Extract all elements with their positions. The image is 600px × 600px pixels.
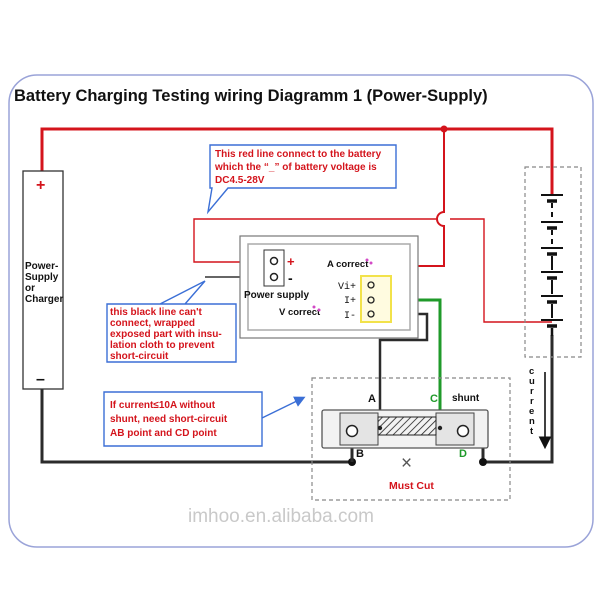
red-wire-top: [40, 127, 554, 195]
must-cut-label: Must Cut: [389, 480, 434, 492]
red-wire-battery-sense: [193, 218, 552, 323]
power-supply-plus: +: [36, 177, 45, 194]
shunt-left-block: [339, 412, 379, 446]
meter-power-supply-label: Power supply: [244, 290, 309, 301]
shunt-bolt-b: [345, 424, 359, 438]
meter-a-correct: A correct: [327, 259, 369, 270]
red-wire-vi: [375, 129, 445, 286]
battery-cells: [541, 194, 563, 336]
power-supply-box: [22, 170, 64, 390]
current-label: c u r r e n t: [529, 366, 537, 437]
shunt-point-a: A: [368, 393, 376, 405]
meter-signal-terminal-highlight: [360, 275, 392, 323]
black-wire-bottom: [40, 388, 352, 464]
vi-plus-terminal: [367, 281, 375, 289]
note-red-line: This red line connect to the battery whi…: [214, 149, 384, 186]
outer-frame: [8, 74, 594, 548]
power-supply-label: Power- Supply or Charger: [25, 261, 63, 305]
a-correct-dot-2: [369, 261, 373, 265]
a-correct-dot-1: [365, 258, 369, 262]
power-supply-minus: –: [36, 371, 45, 388]
meter-inner: [247, 243, 411, 331]
shunt-outline: [311, 377, 511, 501]
junction-dot-d: [479, 458, 487, 466]
i-plus-terminal: [367, 296, 375, 304]
must-cut-cross: ×: [401, 453, 412, 474]
callout-red-line: [206, 144, 397, 215]
watermark: imhoo.en.alibaba.com: [188, 506, 374, 527]
i-minus-terminal: [367, 310, 375, 318]
battery-pack-outline: [524, 166, 582, 358]
callout-shunt-pointer: [261, 396, 306, 419]
v-correct-dot-2: [317, 308, 321, 312]
meter-plus-sign: +: [287, 254, 295, 269]
shunt-pin-a: [377, 425, 383, 431]
shunt-point-c: C: [430, 393, 438, 405]
meter-minus-sign: -: [288, 270, 293, 286]
callout-black-line: [106, 280, 237, 363]
meter-i-plus-label: I+: [344, 296, 356, 307]
note-shunt: If current≤10A without shunt, need short…: [110, 400, 230, 439]
callout-shunt: [103, 391, 263, 447]
shunt-label: shunt: [452, 393, 480, 404]
v-correct-dot-1: [312, 305, 316, 309]
shunt-point-b: B: [356, 448, 364, 460]
shunt-bolt-d: [456, 424, 470, 438]
meter-minus-terminal: [269, 272, 279, 282]
diagram-title: Battery Charging Testing wiring Diagramm…: [14, 87, 488, 105]
meter-plus-terminal: [269, 256, 279, 266]
meter-vi-plus-label: Vi+: [338, 281, 356, 293]
shunt-pin-c: [437, 425, 443, 431]
shunt-point-d: D: [459, 448, 467, 460]
meter-v-correct: V correct: [279, 307, 321, 318]
meter-i-minus-label: I-: [344, 311, 356, 322]
meter-power-terminal-block: [263, 249, 285, 287]
shunt-resistor-hatch: [377, 416, 437, 436]
note-black-line: this black line can't connect, wrapped e…: [110, 307, 224, 362]
